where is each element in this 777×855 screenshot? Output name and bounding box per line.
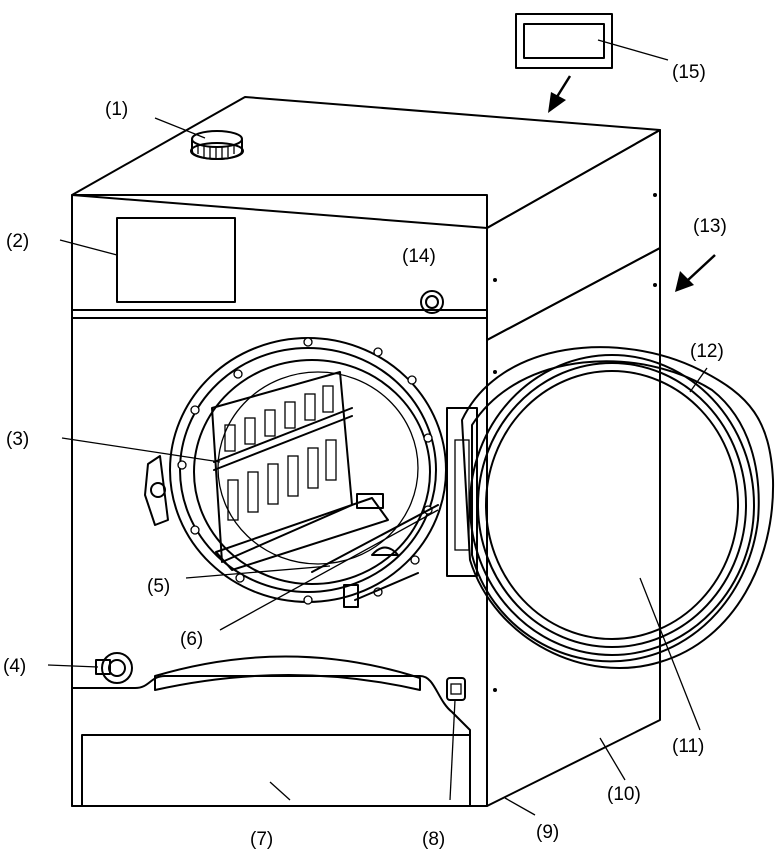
callout-7: (7): [250, 829, 273, 850]
door[interactable]: [446, 346, 775, 670]
door-seal: [469, 354, 755, 656]
drip-tray[interactable]: [71, 655, 471, 807]
callout-9: (9): [536, 822, 559, 843]
callout-15: (15): [672, 62, 706, 83]
airflow-arrow-icon: [675, 254, 716, 292]
front-lower-panel: [71, 309, 488, 807]
callout-1: (1): [105, 99, 128, 120]
tray-rack: [211, 371, 389, 571]
callout-13: (13): [693, 216, 727, 237]
callout-4: (4): [3, 656, 26, 677]
callout-5: (5): [147, 576, 170, 597]
callout-12: (12): [690, 341, 724, 362]
callout-11: (11): [672, 736, 704, 757]
filler-cap-icon: [190, 130, 244, 160]
device-body: [71, 96, 661, 807]
callout-6: (6): [180, 629, 203, 650]
callout-14: (14): [402, 246, 436, 267]
callout-labels: (1) (2) (3) (4) (5) (6) (7) (8) (9) (10)…: [3, 62, 727, 850]
connector-port-icon: [95, 652, 133, 684]
top-panel: [71, 96, 661, 229]
power-button[interactable]: [420, 290, 444, 314]
sterilization-chamber: [169, 337, 447, 608]
filter-card: [515, 13, 613, 69]
callout-3: (3): [6, 429, 29, 450]
chamber-drain: [343, 546, 419, 608]
door-inner-plate: [485, 370, 739, 640]
callout-10: (10): [607, 784, 641, 805]
side-valve-icon: [144, 455, 169, 526]
insert-arrow-icon: [548, 75, 572, 113]
display-screen: [116, 217, 236, 303]
right-side-lower: [486, 247, 661, 807]
callout-8: (8): [422, 829, 445, 850]
leader-lines: [47, 39, 708, 816]
callout-2: (2): [6, 231, 29, 252]
usb-port-icon: [446, 677, 466, 701]
right-side-upper: [486, 129, 661, 341]
